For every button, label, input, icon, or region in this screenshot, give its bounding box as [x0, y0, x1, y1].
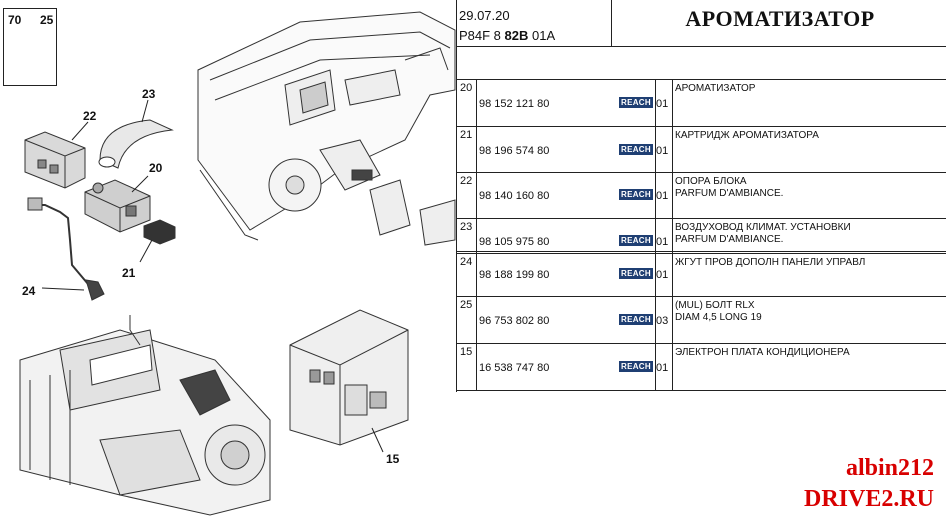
leader-lines: [41, 99, 384, 453]
header-bottom-line: [456, 46, 946, 47]
bolt-reference-box: [3, 8, 57, 86]
callout-25: 25: [40, 13, 54, 27]
table-row: 20 98 152 121 80 REACH 01 АРОМАТИЗАТОР: [456, 80, 946, 126]
row-qty: 01: [656, 98, 669, 110]
page-title: АРОМАТИЗАТОР: [685, 6, 875, 31]
row-part-number: 16 538 747 80: [479, 362, 550, 374]
diffuser-20: [84, 179, 151, 233]
row-qty: 01: [656, 145, 669, 157]
callout-20: 20: [149, 161, 163, 175]
diagram-drawing: [9, 11, 456, 516]
dashboard-illustration: [197, 11, 456, 246]
reach-badge: REACH: [619, 144, 653, 155]
callout-23: 23: [142, 87, 156, 101]
row-ref: 24: [460, 256, 473, 268]
row-description: (MUL) БОЛТ RLX: [675, 300, 755, 311]
table-row: 22 98 140 160 80 REACH 01 ОПОРА БЛОКА PA…: [456, 173, 946, 218]
col-line-desc: [672, 80, 673, 390]
callout-21: 21: [122, 266, 136, 280]
row-part-number: 98 188 199 80: [479, 269, 550, 281]
row-description: ВОЗДУХОВОД КЛИМАТ. УСТАНОВКИ: [675, 222, 851, 233]
row-description-note: PARFUM D'AMBIANCE.: [675, 188, 784, 199]
row-qty: 01: [656, 362, 669, 374]
row-divider: [456, 296, 946, 297]
col-line-ref: [476, 80, 477, 390]
row-divider: [456, 126, 946, 127]
row-qty: 01: [656, 236, 669, 248]
bracket-22: [24, 131, 86, 189]
row-description: КАРТРИДЖ АРОМАТИЗАТОРА: [675, 130, 819, 141]
row-description: АРОМАТИЗАТОР: [675, 83, 756, 94]
row-ref: 25: [460, 299, 473, 311]
watermark-author: albin212: [845, 455, 934, 481]
header-divider: [611, 0, 612, 46]
reach-badge: REACH: [619, 235, 653, 246]
row-part-number: 98 105 975 80: [479, 236, 550, 248]
sheet-left-border: [456, 0, 457, 392]
row-part-number: 98 196 574 80: [479, 145, 550, 157]
watermark-site: DRIVE2.RU: [803, 486, 934, 512]
row-qty: 01: [656, 190, 669, 202]
row-part-number: 98 152 121 80: [479, 98, 550, 110]
callout-24: 24: [22, 284, 36, 298]
sheet-date: 29.07.20: [459, 8, 510, 23]
row-divider: [456, 218, 946, 219]
parts-diagram: 70 25 23 22 20 21 24 15: [0, 0, 456, 521]
row-qty: 01: [656, 269, 669, 281]
col-line-qty: [655, 80, 656, 390]
row-ref: 23: [460, 221, 473, 233]
reach-badge: REACH: [619, 189, 653, 200]
row-ref: 21: [460, 129, 473, 141]
reach-badge: REACH: [619, 97, 653, 108]
table-row: 23 98 105 975 80 REACH 01 ВОЗДУХОВОД КЛИ…: [456, 219, 946, 251]
row-description: ЖГУТ ПРОВ ДОПОЛН ПАНЕЛИ УПРАВЛ: [675, 257, 866, 268]
row-part-number: 98 140 160 80: [479, 190, 550, 202]
callout-15: 15: [386, 452, 400, 466]
table-top-line: [456, 79, 946, 80]
table-row: 21 98 196 574 80 REACH 01 КАРТРИДЖ АРОМА…: [456, 127, 946, 172]
duct-23: [98, 119, 174, 169]
module-15: [289, 309, 409, 446]
table-bottom-line: [456, 390, 946, 391]
row-ref: 15: [460, 346, 473, 358]
row-divider: [456, 172, 946, 173]
table-row: 24 98 188 199 80 REACH 01 ЖГУТ ПРОВ ДОПО…: [456, 254, 946, 296]
table-row: 15 16 538 747 80 REACH 01 ЭЛЕКТРОН ПЛАТА…: [456, 344, 946, 390]
hvac-unit: [19, 315, 271, 516]
row-description-note: PARFUM D'AMBIANCE.: [675, 234, 784, 245]
table-row: 25 96 753 802 80 REACH 03 (MUL) БОЛТ RLX…: [456, 297, 946, 343]
harness-24: [27, 197, 105, 301]
row-ref: 22: [460, 175, 473, 187]
reach-badge: REACH: [619, 314, 653, 325]
row-description: ЭЛЕКТРОН ПЛАТА КОНДИЦИОНЕРА: [675, 347, 850, 358]
row-divider-double: [456, 253, 946, 254]
reach-badge: REACH: [619, 361, 653, 372]
row-description: ОПОРА БЛОКА: [675, 176, 747, 187]
row-part-number: 96 753 802 80: [479, 315, 550, 327]
callout-70: 70: [8, 13, 22, 27]
row-divider: [456, 251, 946, 252]
row-divider: [456, 343, 946, 344]
row-description-note: DIAM 4,5 LONG 19: [675, 312, 762, 323]
reach-badge: REACH: [619, 268, 653, 279]
row-qty: 03: [656, 315, 669, 327]
callout-22: 22: [83, 109, 97, 123]
row-ref: 20: [460, 82, 473, 94]
cartridge-21: [143, 219, 176, 245]
sheet-code: P84F 8 82B 01A: [459, 28, 556, 43]
